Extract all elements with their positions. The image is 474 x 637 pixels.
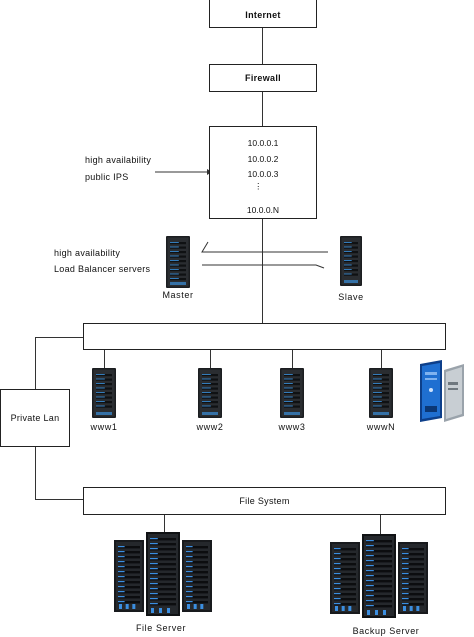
server-rack-icon: [114, 532, 212, 616]
internet-label: Internet: [245, 10, 281, 20]
web-server-label: www1: [90, 422, 118, 432]
firewall-label: Firewall: [245, 73, 281, 83]
slave-label: Slave: [338, 292, 364, 302]
ip-ellipsis: ⋮: [254, 181, 263, 191]
server-tower-icon: [340, 236, 362, 286]
workstation-tower-icon: [420, 360, 464, 422]
connector-lan-bottom: [35, 499, 83, 500]
connector-internet-firewall: [262, 28, 263, 64]
public-ip-box: 10.0.0.1 10.0.0.2 10.0.0.3 ⋮ 10.0.0.N: [209, 126, 317, 219]
server-tower-icon: [92, 368, 116, 418]
public-ips-annotation-line1: high availability: [85, 155, 152, 165]
web-server-label: wwwN: [366, 422, 396, 432]
public-ips-annotation-line2: public IPS: [85, 172, 129, 182]
master-label: Master: [162, 290, 194, 300]
lb-bracket-lines: [201, 241, 328, 269]
connector-firewall-ips: [262, 91, 263, 126]
ip-item: 10.0.0.2: [247, 154, 279, 164]
ip-item: 10.0.0.3: [247, 169, 279, 179]
file-system-box: File System: [83, 487, 446, 515]
private-lan-box: Private Lan: [0, 389, 70, 447]
private-lan-label: Private Lan: [10, 413, 60, 423]
connector-lan-bottom-vertical: [35, 447, 36, 499]
web-server-label: www2: [196, 422, 224, 432]
web-server-label: www3: [278, 422, 306, 432]
arrow-to-ip-box: [155, 169, 212, 175]
file-system-label: File System: [239, 496, 290, 506]
lan-bus-box: [83, 323, 446, 350]
backup-server-label: Backup Server: [352, 626, 420, 636]
ip-item: 10.0.0.N: [246, 205, 280, 215]
internet-box: Internet: [209, 0, 317, 28]
connector-lan-top-vertical: [35, 337, 36, 389]
lb-annotation-line1: high availability: [54, 248, 121, 258]
ip-item: 10.0.0.1: [247, 138, 279, 148]
connector-fs-fileserver: [164, 515, 165, 537]
server-rack-icon: [330, 534, 428, 618]
server-tower-icon: [369, 368, 393, 418]
connector-ips-lb: [262, 218, 263, 323]
connector-lan-top: [35, 337, 83, 338]
connector-fs-backup: [380, 515, 381, 537]
connector-bus-www3: [292, 350, 293, 368]
connector-bus-www2: [210, 350, 211, 368]
firewall-box: Firewall: [209, 64, 317, 92]
connector-bus-wwwN: [381, 350, 382, 368]
server-tower-icon: [280, 368, 304, 418]
server-tower-icon: [198, 368, 222, 418]
server-tower-icon: [166, 236, 190, 288]
file-server-label: File Server: [135, 623, 187, 633]
connector-bus-www1: [104, 350, 105, 368]
lb-annotation-line2: Load Balancer servers: [54, 264, 151, 274]
